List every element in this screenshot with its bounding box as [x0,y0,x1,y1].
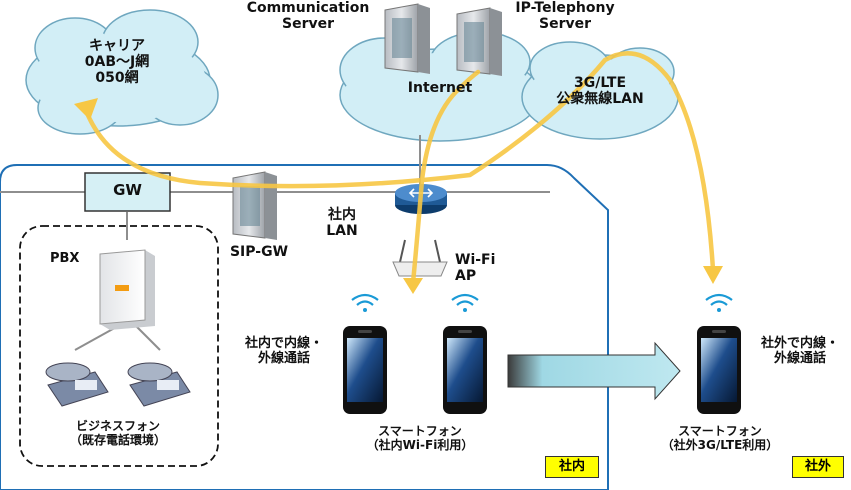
business-phone-label: ビジネスフォン （既存電話環境） [69,419,166,447]
smartphone-icon [443,326,487,414]
router-icon [395,184,447,214]
outside-call-label: 社外で内線・ 外線通話 [760,336,839,366]
communication-server-label: Communication Server [246,0,370,33]
pbx-area [19,225,219,467]
wifi-signal-icon [351,293,379,312]
business-phone-icon [45,362,109,407]
smartphone-icon [697,326,741,414]
communication-server-icon [384,3,430,74]
wifi-signal-icon [451,293,479,312]
company-boundary [0,164,609,490]
carrier-label: キャリア 0AB〜J網 050網 [84,38,150,87]
smartphone-icon [343,326,387,414]
sip-gw-label: SIP-GW [229,244,289,260]
wifi-ap-icon [392,239,448,277]
internet-label: Internet [407,80,473,96]
network-lines [0,135,550,351]
mobile-cloud [521,41,679,140]
call-route-lines [82,51,716,286]
carrier-cloud [25,9,219,135]
wifi-ap-label: Wi-Fi AP [455,252,496,285]
gw-box [84,172,171,212]
smartphone-outside-label: スマートフォン （社外3G/LTE利用） [661,424,779,452]
move-arrow-icon [507,341,681,401]
inside-badge: 社内 [545,456,599,478]
ip-telephony-server-icon [456,7,502,76]
inside-call-label: 社内で内線・ 外線通話 [244,336,323,366]
pbx-unit-icon [99,249,155,330]
outside-badge: 社外 [792,456,844,478]
lan-label: 社内 LAN [326,207,358,240]
mobile-network-label: 3G/LTE 公衆無線LAN [556,75,644,108]
smartphone-inside-label: スマートフォン （社内Wi-Fi利用） [366,424,474,452]
route-arrowheads [74,98,723,294]
ip-telephony-server-label: IP-Telephony Server [515,0,615,33]
gw-label: GW [113,181,142,199]
sip-gw-server-icon [232,171,277,240]
business-phone-icon [127,362,191,407]
wifi-signal-icon [705,293,733,312]
pbx-label: PBX [50,251,80,266]
